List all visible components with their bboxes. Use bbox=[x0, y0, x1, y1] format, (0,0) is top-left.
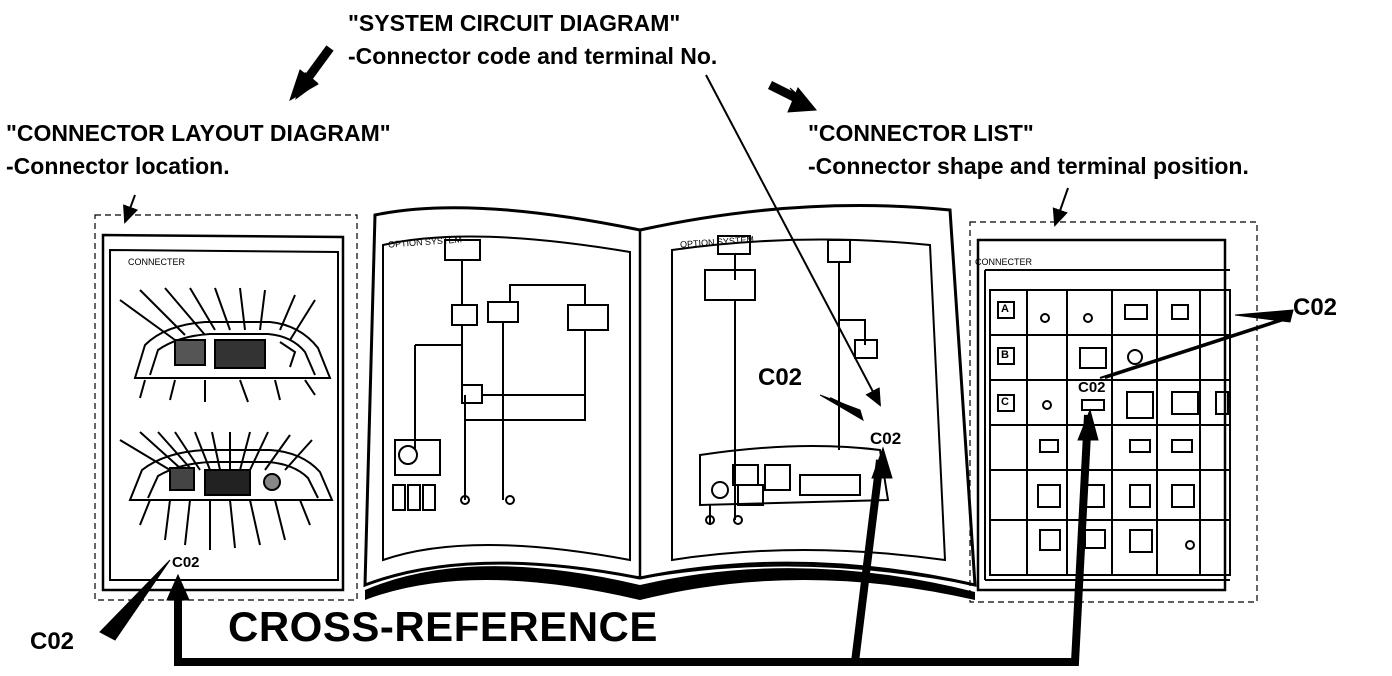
pointer-arrows bbox=[99, 45, 1294, 666]
car-diagram-top bbox=[119, 287, 332, 403]
list-row-a: A bbox=[1001, 303, 1009, 315]
connector-code-label-list: C02 bbox=[1293, 294, 1338, 321]
connector-layout-page bbox=[94, 214, 358, 601]
connector-list-page bbox=[969, 221, 1258, 603]
list-row-b: B bbox=[1001, 349, 1009, 361]
connector-code-book-small: C02 bbox=[870, 429, 902, 448]
system-circuit-desc: -Connector code and terminal No. bbox=[348, 43, 718, 69]
circuit-diagram-book bbox=[363, 204, 977, 600]
connector-code-list-cell: C02 bbox=[1078, 379, 1106, 396]
cross-reference-label: CROSS-REFERENCE bbox=[228, 603, 658, 650]
layout-diagram-title: "CONNECTOR LAYOUT DIAGRAM" bbox=[6, 120, 391, 146]
car-diagram-bottom bbox=[119, 431, 334, 550]
connector-code-label-book: C02 bbox=[758, 364, 803, 391]
connector-grid bbox=[989, 289, 1231, 576]
connector-list-title: "CONNECTOR LIST" bbox=[808, 120, 1034, 146]
connector-list-desc: -Connector shape and terminal position. bbox=[808, 153, 1249, 179]
layout-diagram-desc: -Connector location. bbox=[6, 153, 230, 179]
system-circuit-title: "SYSTEM CIRCUIT DIAGRAM" bbox=[348, 10, 681, 36]
connector-code-label-layout: C02 bbox=[30, 628, 75, 655]
circuit-left-page bbox=[382, 235, 631, 562]
circuit-right-page bbox=[671, 235, 947, 562]
list-row-c: C bbox=[1001, 396, 1009, 408]
connector-code-layout-page: C02 bbox=[172, 554, 200, 571]
layout-page-header: CONNECTER bbox=[128, 257, 186, 267]
list-page-header: CONNECTER bbox=[975, 257, 1033, 267]
